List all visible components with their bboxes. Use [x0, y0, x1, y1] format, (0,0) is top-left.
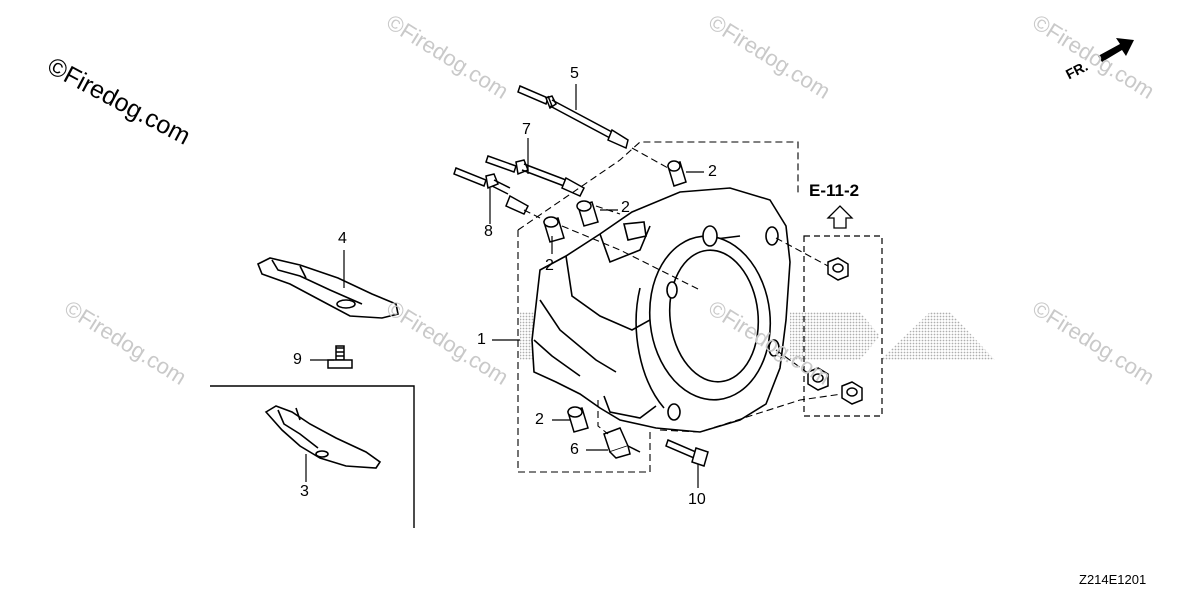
callout-5: 5	[570, 65, 579, 82]
callout-4: 4	[338, 230, 347, 247]
part-9-bolt	[327, 345, 353, 369]
nuts	[807, 257, 863, 405]
callout-7: 7	[522, 121, 531, 138]
inset-frame	[210, 385, 415, 528]
callout-2: 2	[535, 411, 544, 428]
reference-label: E-11-2	[809, 181, 860, 200]
diagram-code: Z214E1201	[1079, 572, 1147, 587]
up-arrow-icon	[826, 205, 854, 229]
callout-8: 8	[484, 223, 493, 240]
long-bolts	[453, 84, 629, 215]
callout-10: 10	[688, 491, 706, 508]
part-10-bolt	[665, 438, 709, 467]
part-6-clip	[603, 427, 641, 459]
part-3-plate	[264, 405, 382, 469]
callout-1: 1	[477, 331, 486, 348]
arrow-icon	[1098, 38, 1134, 62]
callout-2: 2	[545, 257, 554, 274]
callout-2: 2	[621, 199, 630, 216]
callout-6: 6	[570, 441, 579, 458]
collars	[543, 160, 687, 433]
callout-9: 9	[293, 351, 302, 368]
part-4-plate	[256, 257, 399, 319]
reference-box	[803, 235, 883, 417]
leader-lines	[305, 84, 704, 488]
callout-2: 2	[708, 163, 717, 180]
callout-3: 3	[300, 483, 309, 500]
part-1-fan-shroud	[531, 187, 791, 433]
